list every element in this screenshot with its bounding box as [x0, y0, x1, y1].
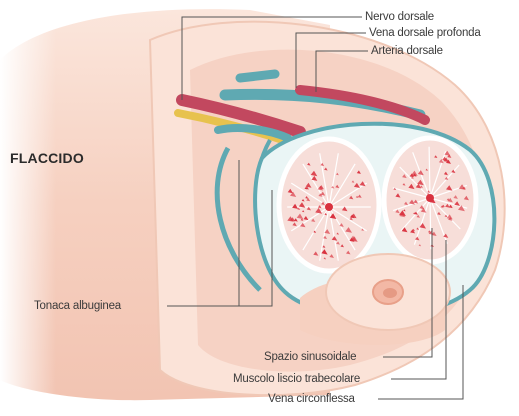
- label-tonaca-albuginea: Tonaca albuginea: [34, 299, 121, 313]
- label-nervo-dorsale: Nervo dorsale: [365, 10, 434, 24]
- title-flaccido: FLACCIDO: [10, 150, 84, 166]
- arteria-cavernosa-destra: [426, 194, 434, 202]
- label-arteria-dorsale: Arteria dorsale: [371, 44, 443, 58]
- label-spazio-sinusoidale: Spazio sinusoidale: [264, 350, 356, 364]
- label-vena-circonflessa: Vena circonflessa: [268, 392, 355, 406]
- uretra-lumen: [383, 288, 397, 298]
- label-vena-dorsale-profonda: Vena dorsale profonda: [369, 26, 481, 40]
- arteria-cavernosa-sinistra: [325, 203, 333, 211]
- label-muscolo-liscio-trabecolare: Muscolo liscio trabecolare: [233, 372, 360, 386]
- vena-superficial-top: [240, 74, 275, 78]
